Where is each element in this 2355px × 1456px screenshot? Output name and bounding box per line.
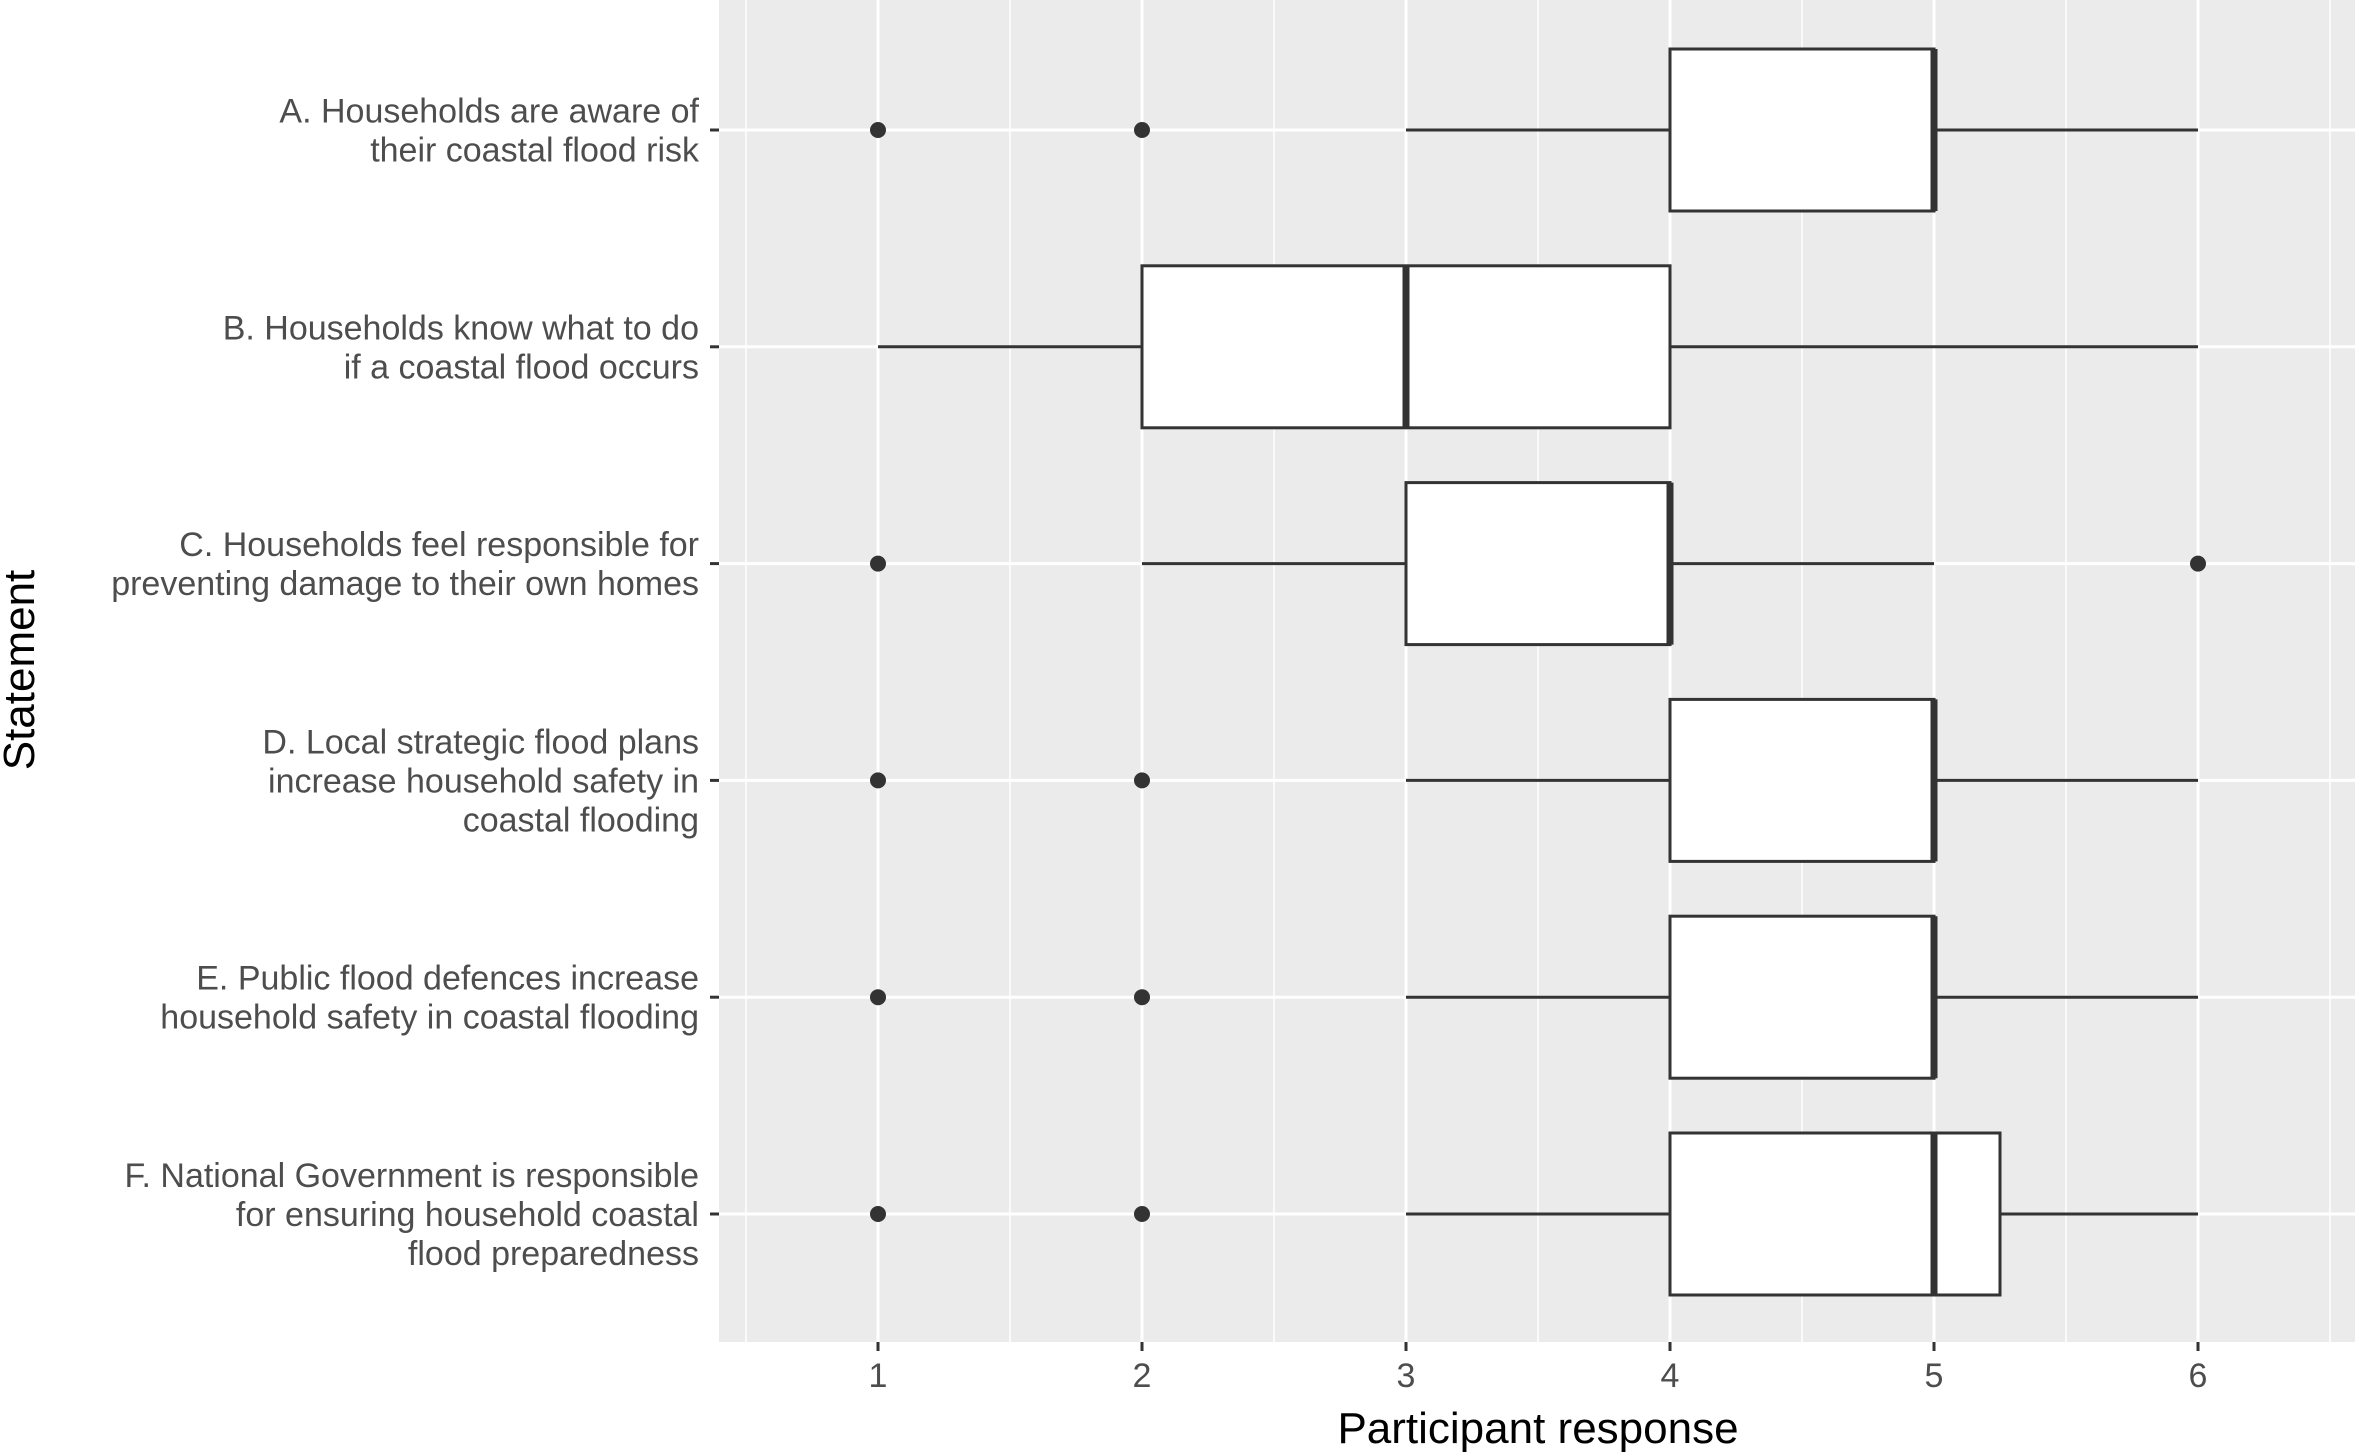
outlier-point [1134, 772, 1150, 789]
outlier-point [870, 1206, 886, 1222]
x-tick-label: 1 [869, 1357, 888, 1395]
x-tick-label: 2 [1133, 1357, 1152, 1395]
iqr-box [1668, 1131, 2002, 1297]
iqr-box [1668, 914, 1936, 1080]
outlier-point [870, 772, 886, 789]
x-tick-label: 5 [1925, 1357, 1944, 1395]
outlier-point [1134, 1206, 1150, 1222]
category-label-line: increase household safety in [268, 762, 699, 800]
x-axis-title: Participant response [1337, 1404, 1738, 1453]
category-label-line: B. Households know what to do [223, 309, 699, 347]
outlier-point [1134, 122, 1150, 138]
x-axis-ticks: 1 2 3 4 5 6 [869, 1342, 2208, 1395]
outlier-point [870, 555, 886, 572]
y-axis-title: Statement [0, 570, 44, 771]
category-label-line: coastal flooding [463, 801, 699, 839]
category-label-line: for ensuring household coastal [236, 1196, 699, 1234]
outlier-point [1134, 989, 1150, 1006]
outlier-point [2190, 555, 2206, 572]
whiskers [878, 128, 2198, 1216]
x-tick-label: 4 [1661, 1357, 1680, 1395]
category-label-line: household safety in coastal flooding [160, 999, 699, 1037]
category-label-line: their coastal flood risk [370, 132, 700, 170]
category-label-line: preventing damage to their own homes [111, 565, 699, 603]
category-label-line: if a coastal flood occurs [344, 348, 699, 386]
boxes [1140, 47, 2002, 1297]
outlier-point [870, 989, 886, 1006]
x-tick-label: 3 [1397, 1357, 1416, 1395]
x-tick-label: 6 [2189, 1357, 2208, 1395]
category-label-line: C. Households feel responsible for [179, 526, 699, 564]
category-label-line: A. Households are aware of [279, 93, 699, 131]
panel-background [719, 0, 2355, 1342]
y-axis-ticks [710, 128, 719, 1216]
category-label-line: D. Local strategic flood plans [262, 723, 699, 761]
iqr-box [1668, 697, 1936, 863]
iqr-box [1404, 481, 1672, 647]
iqr-box [1668, 47, 1936, 213]
outliers [870, 122, 2206, 1222]
category-label-line: F. National Government is responsible [125, 1157, 700, 1195]
category-label-line: flood preparedness [408, 1235, 699, 1273]
category-label-line: E. Public flood defences increase [196, 960, 699, 998]
outlier-point [870, 122, 886, 138]
